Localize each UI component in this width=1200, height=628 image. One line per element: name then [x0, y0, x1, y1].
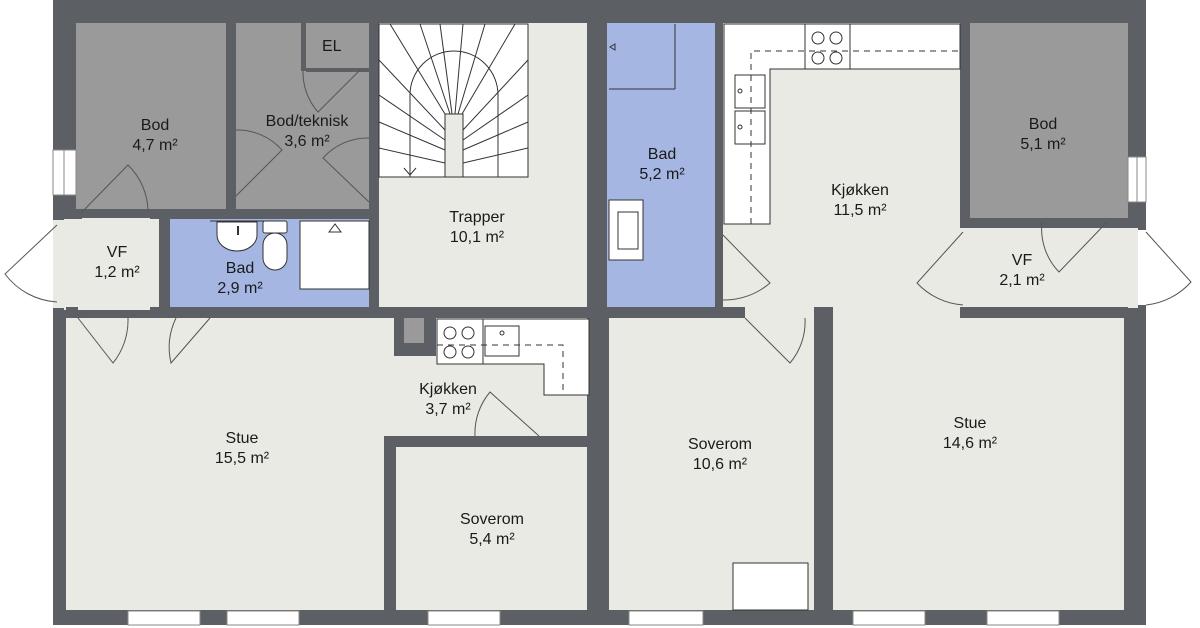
room-area: 5,1 m²: [1020, 136, 1066, 153]
room-area: 10,1 m²: [449, 229, 505, 246]
el-cabinet-label: EL: [322, 38, 342, 55]
room-label-bad-large: Bad 5,2 m²: [639, 145, 684, 185]
room-label-soverom-large: Soverom 10,6 m²: [688, 435, 752, 475]
interior-walls: [64, 23, 1128, 623]
room-area: 14,6 m²: [942, 435, 998, 452]
room-name: Bod: [140, 117, 170, 134]
room-name: Bad: [647, 146, 677, 163]
room-label-bod-left: Bod 4,7 m²: [132, 116, 177, 156]
room-label-trapper: Trapper 10,1 m²: [449, 208, 504, 248]
kitchen-counter-large: [723, 23, 961, 225]
room-name: Soverom: [459, 511, 525, 528]
room-area: 3,6 m²: [284, 133, 330, 150]
room-label-kjokken-large: Kjøkken 11,5 m²: [831, 181, 889, 221]
room-area: 10,6 m²: [692, 456, 748, 473]
room-name: Bod: [1028, 116, 1058, 133]
room-name: Bad: [225, 260, 255, 277]
room-area: 2,9 m²: [217, 280, 263, 297]
room-name: Kjøkken: [831, 182, 889, 199]
room-label-stue-right: Stue 14,6 m²: [943, 414, 997, 454]
room-name: Bod/teknisk: [265, 113, 349, 130]
kitchen-counter-small: [436, 318, 590, 396]
room-area: 2,1 m²: [999, 272, 1045, 289]
room-label-vf-left: VF 1,2 m²: [94, 243, 139, 283]
room-name: Trapper: [449, 209, 505, 226]
room-label-stue-left: Stue 15,5 m²: [215, 429, 269, 469]
room-label-bad-small: Bad 2,9 m²: [217, 259, 262, 299]
bathroom-fixtures: [210, 24, 809, 611]
room-name: Stue: [225, 430, 259, 447]
room-label-bod-right: Bod 5,1 m²: [1020, 115, 1065, 155]
entrance-openings: [53, 220, 1146, 308]
room-area: 5,2 m²: [639, 166, 685, 183]
room-area: 1,2 m²: [94, 264, 140, 281]
room-name: Stue: [953, 415, 987, 432]
room-area: 11,5 m²: [833, 202, 887, 219]
room-label-kjokken-small: Kjøkken 3,7 m²: [419, 380, 477, 420]
room-area: 5,4 m²: [469, 531, 515, 548]
room-label-soverom-small: Soverom 5,4 m²: [460, 510, 524, 550]
room-name: VF: [1011, 252, 1033, 269]
room-name: Soverom: [687, 436, 753, 453]
windows: [52, 149, 1147, 626]
room-label-vf-right: VF 2,1 m²: [999, 251, 1044, 291]
room-name: Kjøkken: [419, 381, 477, 398]
doors: [4, 69, 1192, 437]
room-label-bod-teknisk: Bod/teknisk 3,6 m²: [266, 112, 349, 152]
room-area: 15,5 m²: [214, 450, 270, 467]
room-name: VF: [106, 244, 128, 261]
room-area: 3,7 m²: [425, 401, 471, 418]
room-area: 4,7 m²: [132, 137, 178, 154]
staircase: [378, 23, 529, 178]
